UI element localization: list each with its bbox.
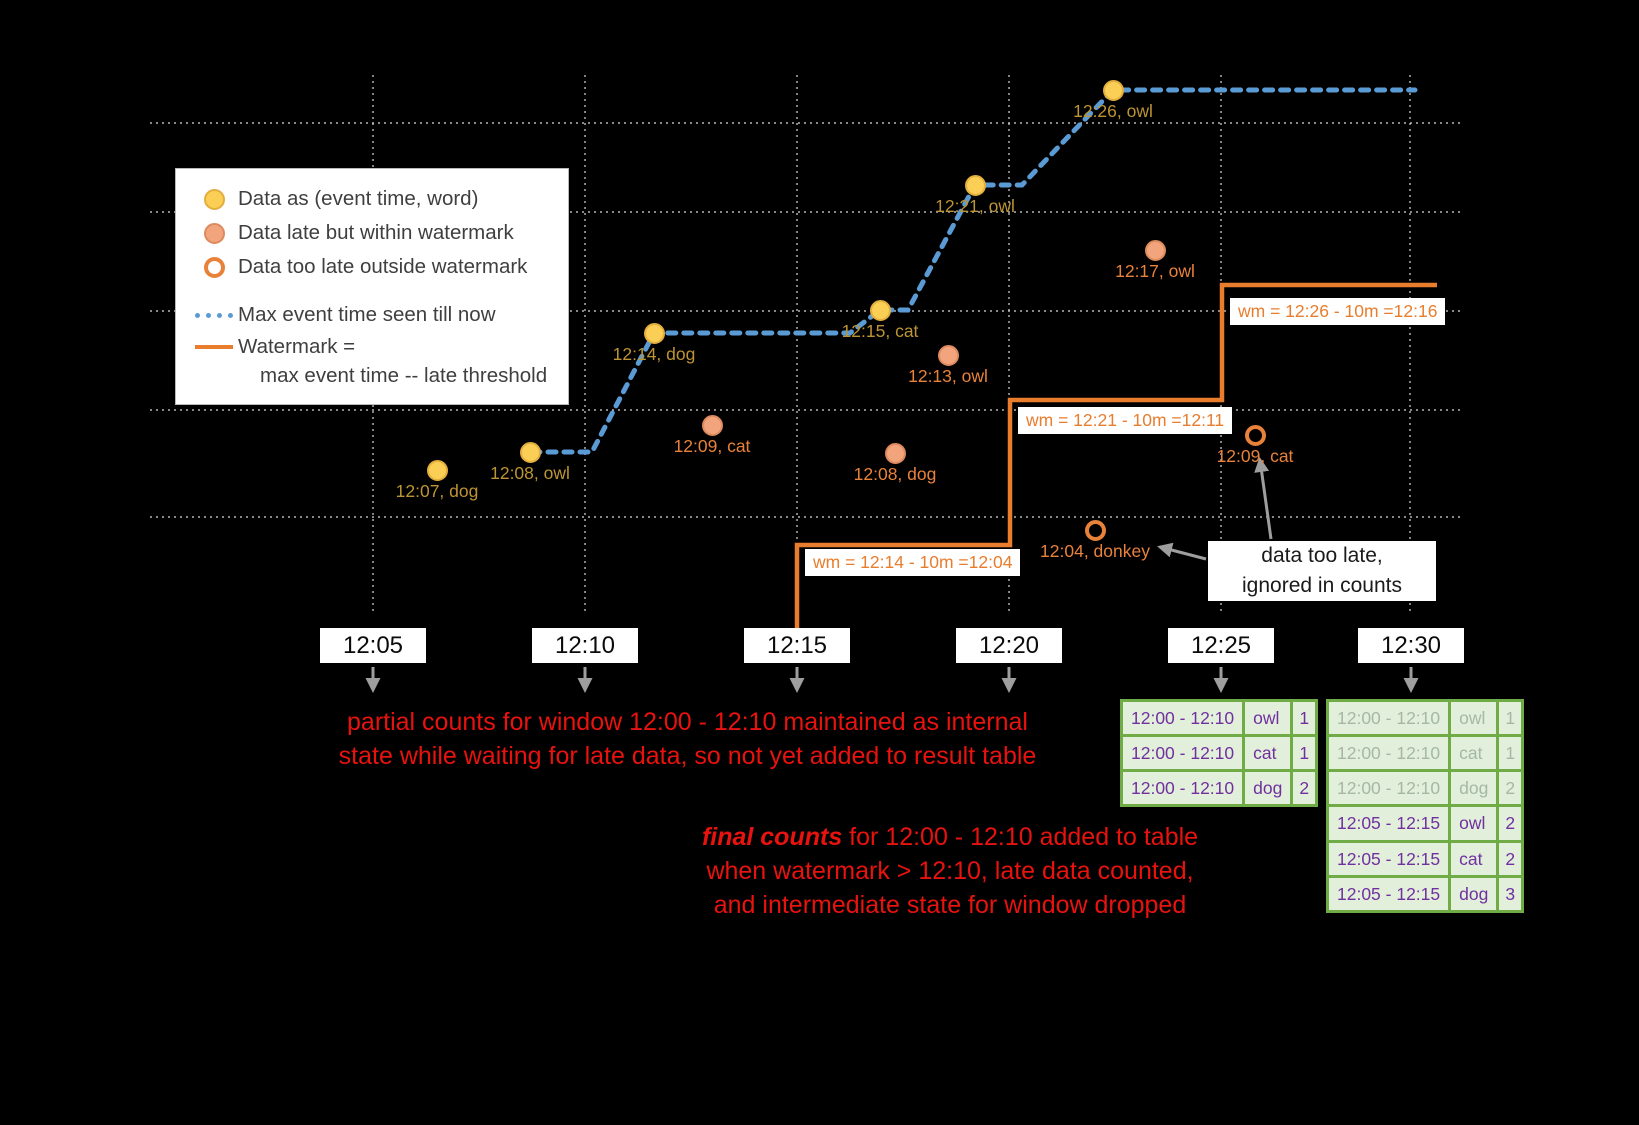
window-cell: 12:05 - 12:15 — [1325, 874, 1452, 913]
legend-label: Data late but within watermark — [238, 221, 514, 244]
axis-tick-1225: 12:25 — [1168, 628, 1274, 663]
tick-arrows — [365, 667, 1419, 693]
table-row-final: 12:05 - 12:15 dog 3 — [1325, 874, 1525, 913]
legend-item-watermark: Watermark = — [190, 332, 562, 362]
window-cell: 12:05 - 12:15 — [1325, 804, 1452, 843]
late-dot-icon — [1145, 240, 1166, 261]
word-cell: dog — [1448, 874, 1500, 913]
count-cell: 1 — [1496, 734, 1525, 773]
legend-item-late: Data late but within watermark — [190, 216, 562, 250]
legend-item-toolate: Data too late outside watermark — [190, 250, 562, 284]
result-table-1230: 12:00 - 12:10 owl 1 12:00 - 12:10 cat 1 … — [1325, 698, 1525, 913]
too-late-note-line1: data too late, — [1261, 544, 1383, 567]
window-cell: 12:00 - 12:10 — [1119, 734, 1246, 773]
table-row: 12:00 - 12:10 dog 2 — [1119, 769, 1319, 808]
axis-tick-1230: 12:30 — [1358, 628, 1464, 663]
count-cell: 2 — [1496, 804, 1525, 843]
count-cell: 2 — [1496, 769, 1525, 808]
count-cell: 1 — [1290, 698, 1319, 738]
window-cell: 12:05 - 12:15 — [1325, 839, 1452, 878]
result-table-1225: 12:00 - 12:10 owl 1 12:00 - 12:10 cat 1 … — [1119, 698, 1319, 808]
final-counts-line3: and intermediate state for window droppe… — [713, 891, 1187, 919]
table-row-carried: 12:00 - 12:10 cat 1 — [1325, 734, 1525, 773]
late-dot-icon — [938, 345, 959, 366]
table-row-carried: 12:00 - 12:10 dog 2 — [1325, 769, 1525, 808]
table-row-final: 12:05 - 12:15 owl 2 — [1325, 804, 1525, 843]
word-cell: cat — [1448, 839, 1500, 878]
axis-tick-1220: 12:20 — [956, 628, 1062, 663]
table-row-carried: 12:00 - 12:10 owl 1 — [1325, 698, 1525, 738]
table-row: 12:00 - 12:10 cat 1 — [1119, 734, 1319, 773]
watermark-label-1: wm = 12:14 - 10m =12:04 — [805, 549, 1021, 576]
count-cell: 2 — [1290, 769, 1319, 808]
legend-label: Max event time seen till now — [238, 303, 496, 326]
late-dot-icon — [203, 222, 225, 244]
legend-item-ontime: Data as (event time, word) — [190, 182, 562, 216]
legend-label: Watermark = — [238, 335, 356, 358]
legend-label: Data too late outside watermark — [238, 255, 528, 278]
event-dot-icon — [870, 300, 891, 321]
axis-tick-1215: 12:15 — [744, 628, 850, 663]
table-row-final: 12:05 - 12:15 cat 2 — [1325, 839, 1525, 878]
watermark-line — [794, 282, 1437, 634]
axis-tick-1210: 12:10 — [532, 628, 638, 663]
toolate-ring-icon — [1085, 520, 1106, 541]
word-cell: owl — [1448, 804, 1500, 843]
toolate-ring-icon — [203, 256, 225, 278]
word-cell: cat — [1448, 734, 1500, 773]
word-cell: owl — [1242, 698, 1294, 738]
watermark-label-3: wm = 12:26 - 10m =12:16 — [1230, 298, 1446, 325]
count-cell: 1 — [1290, 734, 1319, 773]
legend-label: Data as (event time, word) — [238, 187, 479, 210]
table-row: 12:00 - 12:10 owl 1 — [1119, 698, 1319, 738]
callout-arrows — [1157, 457, 1273, 561]
final-counts-line2: when watermark > 12:10, late data counte… — [706, 857, 1194, 885]
word-cell: owl — [1448, 698, 1500, 738]
word-cell: dog — [1242, 769, 1294, 808]
partial-counts-line2: state while waiting for late data, so no… — [338, 742, 1037, 770]
event-dot-icon — [644, 323, 665, 344]
final-counts-line1: final counts for 12:00 - 12:10 added to … — [701, 823, 1199, 851]
event-dot-icon — [427, 460, 448, 481]
window-cell: 12:00 - 12:10 — [1119, 698, 1246, 738]
legend: Data as (event time, word) Data late but… — [175, 168, 569, 405]
max-event-time-line-icon — [195, 312, 233, 318]
event-dot-icon — [1103, 80, 1124, 101]
toolate-ring-icon — [1245, 425, 1266, 446]
partial-counts-line1: partial counts for window 12:00 - 12:10 … — [347, 708, 1028, 736]
legend-item-maxline: Max event time seen till now — [190, 298, 562, 332]
late-dot-icon — [702, 415, 723, 436]
partial-counts-note: partial counts for window 12:00 - 12:10 … — [240, 705, 1135, 773]
axis-tick-1205: 12:05 — [320, 628, 426, 663]
watermark-line-icon — [195, 345, 233, 349]
event-dot-icon — [965, 175, 986, 196]
final-counts-emphasis: final counts — [701, 823, 843, 851]
final-counts-note: final counts for 12:00 - 12:10 added to … — [620, 820, 1280, 922]
word-cell: dog — [1448, 769, 1500, 808]
too-late-note: data too late, ignored in counts — [1208, 541, 1436, 601]
word-cell: cat — [1242, 734, 1294, 773]
max-event-time-line — [529, 87, 1418, 455]
watermark-label-2: wm = 12:21 - 10m =12:11 — [1018, 407, 1233, 434]
window-cell: 12:00 - 12:10 — [1325, 769, 1452, 808]
count-cell: 1 — [1496, 698, 1525, 738]
late-dot-icon — [885, 443, 906, 464]
event-dot-icon — [520, 442, 541, 463]
window-cell: 12:00 - 12:10 — [1325, 734, 1452, 773]
count-cell: 3 — [1496, 874, 1525, 913]
ontime-dot-icon — [203, 188, 225, 210]
too-late-note-line2: ignored in counts — [1242, 574, 1402, 597]
count-cell: 2 — [1496, 839, 1525, 878]
window-cell: 12:00 - 12:10 — [1119, 769, 1246, 808]
legend-label-watermark-2: max event time -- late threshold — [260, 364, 548, 387]
window-cell: 12:00 - 12:10 — [1325, 698, 1452, 738]
